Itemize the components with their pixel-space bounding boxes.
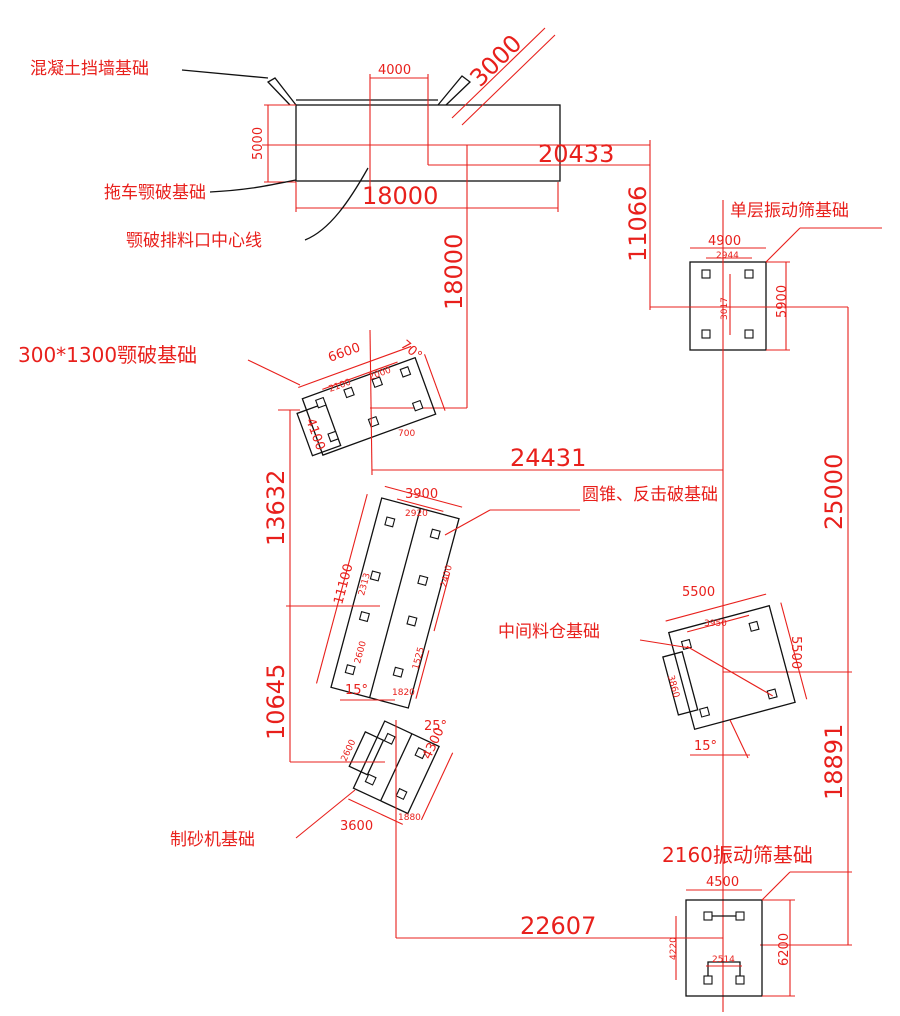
dim-2944: 2944	[716, 251, 739, 261]
cone-impact-foundation	[315, 485, 463, 709]
dim-1880: 1880	[398, 813, 421, 823]
dim-2600: 2600	[353, 640, 369, 665]
middle-bin-foundation	[662, 593, 808, 731]
dim-25: 25°	[424, 719, 447, 734]
dim-70: 70°	[397, 338, 424, 364]
dim-4000: 4000	[378, 63, 411, 78]
dim-22607: 22607	[520, 912, 596, 940]
dim-20433: 20433	[538, 140, 614, 168]
dim-5000: 5000	[251, 127, 266, 160]
dim-15-cone: 15°	[345, 683, 368, 698]
dim-4100: 4100	[302, 416, 327, 452]
dim-5900: 5900	[775, 285, 790, 318]
dim-18000-vertical: 18000	[440, 234, 468, 310]
dim-18891: 18891	[820, 724, 848, 800]
label-retaining-wall: 混凝土挡墙基础	[30, 59, 149, 79]
jaw-leader	[247, 359, 301, 386]
dim-18000-top: 18000	[362, 182, 438, 210]
dim-2920: 2920	[405, 509, 428, 519]
dim-6600: 6600	[326, 340, 362, 365]
dim-2514: 2514	[712, 955, 735, 965]
dim-3860: 3860	[665, 674, 681, 699]
dim-13632: 13632	[262, 470, 290, 546]
dim-11066: 11066	[624, 186, 652, 262]
jaw-center-line	[369, 329, 373, 476]
dim-25000: 25000	[820, 454, 848, 530]
dim-700: 700	[398, 429, 415, 439]
dim-5500-vertical: 5500	[788, 636, 803, 669]
jaw-300-foundation	[296, 345, 446, 457]
dim-3017: 3017	[720, 297, 730, 320]
dim-2600-sand: 2600	[340, 738, 359, 763]
dim-3000: 3000	[464, 29, 527, 92]
cone-leader	[444, 509, 491, 536]
label-screen-2160: 2160振动筛基础	[662, 843, 813, 867]
dim-3950: 3950	[704, 619, 727, 629]
label-jaw-300: 300*1300颚破基础	[18, 343, 197, 367]
dim-2400: 2400	[439, 564, 455, 589]
label-leaders	[181, 69, 369, 241]
dim-3900: 3900	[405, 487, 438, 502]
bin-leader	[639, 639, 691, 649]
label-sand-maker: 制砂机基础	[170, 830, 255, 850]
label-cone-impact: 圆锥、反击破基础	[582, 485, 718, 505]
sand-leader	[295, 789, 356, 839]
label-middle-bin: 中间料仓基础	[498, 622, 600, 642]
top-dimension-lines	[262, 27, 651, 409]
dim-2313: 2313	[357, 572, 373, 597]
dim-5500: 5500	[682, 585, 715, 600]
dim-11100: 11100	[331, 562, 356, 606]
dim-4220: 4220	[669, 937, 679, 960]
label-trailer-jaw: 拖车颚破基础	[104, 183, 206, 203]
dim-10645: 10645	[262, 664, 290, 740]
screen-2160-foundation	[675, 871, 852, 997]
dim-4500: 4500	[706, 875, 739, 890]
dim-24431: 24431	[510, 444, 586, 472]
bin-15-slant	[729, 719, 749, 759]
label-single-screen: 单层振动筛基础	[730, 201, 849, 221]
dim-15-bin: 15°	[694, 739, 717, 754]
dim-6200: 6200	[777, 933, 792, 966]
label-jaw-discharge: 颚破排料口中心线	[126, 231, 262, 251]
dim-4900: 4900	[708, 234, 741, 249]
single-screen-foundation	[650, 227, 882, 351]
dim-1820: 1820	[392, 688, 415, 698]
dim-3600: 3600	[340, 819, 373, 834]
